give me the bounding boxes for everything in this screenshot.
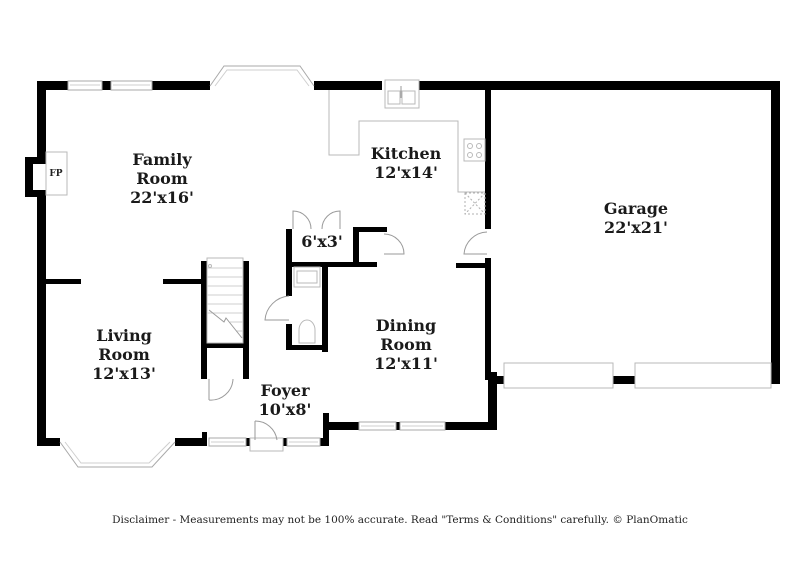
wall-segment — [202, 432, 207, 446]
door-swing — [463, 231, 488, 255]
wall-segment — [37, 81, 68, 90]
door-swing — [383, 233, 405, 255]
door-swing — [321, 210, 341, 230]
disclaimer-text: Disclaimer - Measurements may not be 100… — [112, 514, 688, 526]
room-name: Garage — [603, 199, 669, 218]
room-dimensions: 12'x14' — [374, 163, 438, 182]
wall-segment — [322, 262, 328, 352]
wall-segment — [456, 263, 489, 268]
kitchen-fixtures — [328, 79, 486, 215]
wall-segment — [485, 86, 491, 229]
fireplace-chimney — [25, 157, 33, 197]
wall-segment — [485, 258, 491, 380]
room-dimensions: 6'x3' — [301, 232, 343, 251]
wall-segment — [37, 81, 46, 157]
fireplace-chimney — [25, 190, 46, 197]
wall-segment — [37, 438, 60, 446]
kitchen-counter — [328, 90, 485, 193]
stairs-outline — [206, 257, 244, 344]
wall-segment — [152, 81, 210, 90]
fireplace-icon — [45, 151, 68, 196]
toilet-icon — [298, 319, 316, 344]
room-name: Family — [132, 150, 192, 169]
staircase — [206, 257, 244, 344]
wall-segment — [353, 227, 359, 267]
wall-segment — [201, 261, 207, 379]
wall-segment — [323, 422, 359, 430]
wall-segment — [314, 81, 382, 90]
doors — [208, 210, 488, 452]
garage-door — [634, 362, 772, 389]
room-dimensions: 12'x11' — [374, 354, 438, 373]
room-label-closet: 6'x3' — [301, 232, 343, 251]
room-label-garage: Garage 22'x21' — [604, 199, 668, 237]
door-swing — [208, 378, 234, 401]
windows — [59, 65, 446, 468]
room-dimensions: 10'x8' — [258, 400, 312, 419]
wall-segment — [286, 262, 377, 267]
door-swing — [292, 210, 312, 230]
bay-window — [209, 65, 315, 87]
room-name: Kitchen — [370, 144, 442, 163]
refrigerator-icon — [464, 192, 486, 215]
wall-segment — [613, 376, 635, 384]
stair-break-line — [208, 309, 243, 339]
wall-segment — [771, 81, 780, 384]
room-name: Foyer — [260, 381, 310, 400]
wall-segment — [246, 438, 250, 446]
garage-door — [503, 362, 614, 389]
wall-segment — [243, 261, 249, 379]
room-dimensions: 22'x16' — [130, 188, 194, 207]
garage-doors — [503, 362, 772, 389]
door-swing — [264, 295, 290, 321]
front-door-swing — [254, 420, 278, 441]
fireplace-label: FP — [49, 169, 63, 179]
room-name: Living — [96, 326, 152, 345]
wall-segment — [418, 81, 780, 90]
room-label-dining-room: Dining Room 12'x11' — [374, 316, 438, 373]
room-label-kitchen: Kitchen 12'x14' — [371, 144, 442, 182]
room-dimensions: 12'x13' — [92, 364, 156, 383]
wall-segment — [286, 262, 292, 296]
wall-segment — [286, 324, 292, 350]
room-label-living-room: Living Room 12'x13' — [92, 326, 156, 383]
wall-segment — [102, 81, 111, 90]
wall-segment — [488, 372, 497, 430]
exterior-walls — [25, 81, 780, 446]
wall-segment — [175, 438, 207, 446]
fireplace-chimney — [25, 157, 46, 164]
front-door-threshold — [249, 437, 284, 452]
wall-segment — [163, 279, 205, 284]
wall-segment — [286, 345, 327, 350]
wall-segment — [43, 279, 81, 284]
wall-segment — [283, 438, 287, 446]
wall-segment — [396, 422, 400, 430]
room-label-foyer: Foyer 10'x8' — [259, 381, 312, 419]
room-label-family-room: Family Room 22'x16' — [130, 150, 194, 207]
room-name: Room — [136, 169, 188, 188]
interior-walls — [43, 86, 491, 380]
room-name: Room — [98, 345, 150, 364]
wall-segment — [488, 376, 504, 384]
wall-segment — [37, 190, 46, 446]
powder-room-fixtures — [293, 266, 321, 344]
room-name: Dining — [375, 316, 437, 335]
wall-segment — [445, 422, 497, 430]
room-dimensions: 22'x21' — [604, 218, 668, 237]
stove-icon — [463, 138, 486, 162]
wall-segment — [353, 227, 387, 232]
wall-segment — [201, 343, 249, 348]
room-name: Room — [380, 335, 432, 354]
bay-window — [59, 441, 176, 468]
wall-segment — [286, 229, 292, 271]
